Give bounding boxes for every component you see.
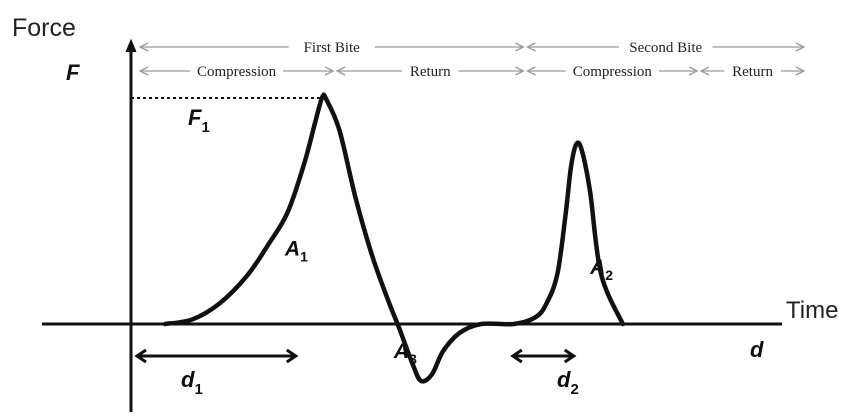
distance-label-2: d2 xyxy=(557,367,579,398)
segment-arrowhead-2 xyxy=(515,66,525,76)
force-curve xyxy=(162,92,626,384)
x-axis-symbol: d xyxy=(750,337,764,362)
distance-arrow-2-head xyxy=(563,348,577,364)
segment-label-4: Return xyxy=(732,64,773,80)
y-axis-symbol: F xyxy=(66,60,80,85)
cycle-arrowhead-1 xyxy=(515,42,525,52)
area-a1-label: A1 xyxy=(284,238,308,265)
segment-arrowhead-3 xyxy=(525,66,536,76)
x-axis-title: Time xyxy=(786,297,839,324)
distance-arrow-1-head xyxy=(134,348,147,364)
peak-force-label: F1 xyxy=(188,105,210,136)
distance-arrow-2-head xyxy=(510,348,523,364)
y-axis-arrow xyxy=(125,38,137,53)
segment-arrowhead-1 xyxy=(324,66,335,76)
cycle-label-1: First Bite xyxy=(304,40,361,56)
y-axis-title: Force xyxy=(12,14,76,42)
distance-label-1: d1 xyxy=(181,367,203,398)
segment-arrowhead-3 xyxy=(688,66,699,76)
distance-arrow-1-head xyxy=(285,348,299,364)
area-a2-label: A2 xyxy=(589,256,613,283)
segment-arrowhead-2 xyxy=(335,66,346,76)
cycle-arrowhead-1 xyxy=(138,42,149,52)
segment-label-3: Compression xyxy=(573,64,653,80)
cycle-label-2: Second Bite xyxy=(629,40,702,56)
segment-arrowhead-1 xyxy=(138,66,149,76)
segment-arrowhead-4 xyxy=(699,66,710,76)
segment-label-2: Return xyxy=(410,64,451,80)
area-a3-label: A3 xyxy=(393,340,417,367)
segment-arrowhead-4 xyxy=(795,66,806,76)
segment-label-1: Compression xyxy=(197,64,277,80)
cycle-arrowhead-2 xyxy=(795,42,806,52)
cycle-arrowhead-2 xyxy=(525,42,536,52)
